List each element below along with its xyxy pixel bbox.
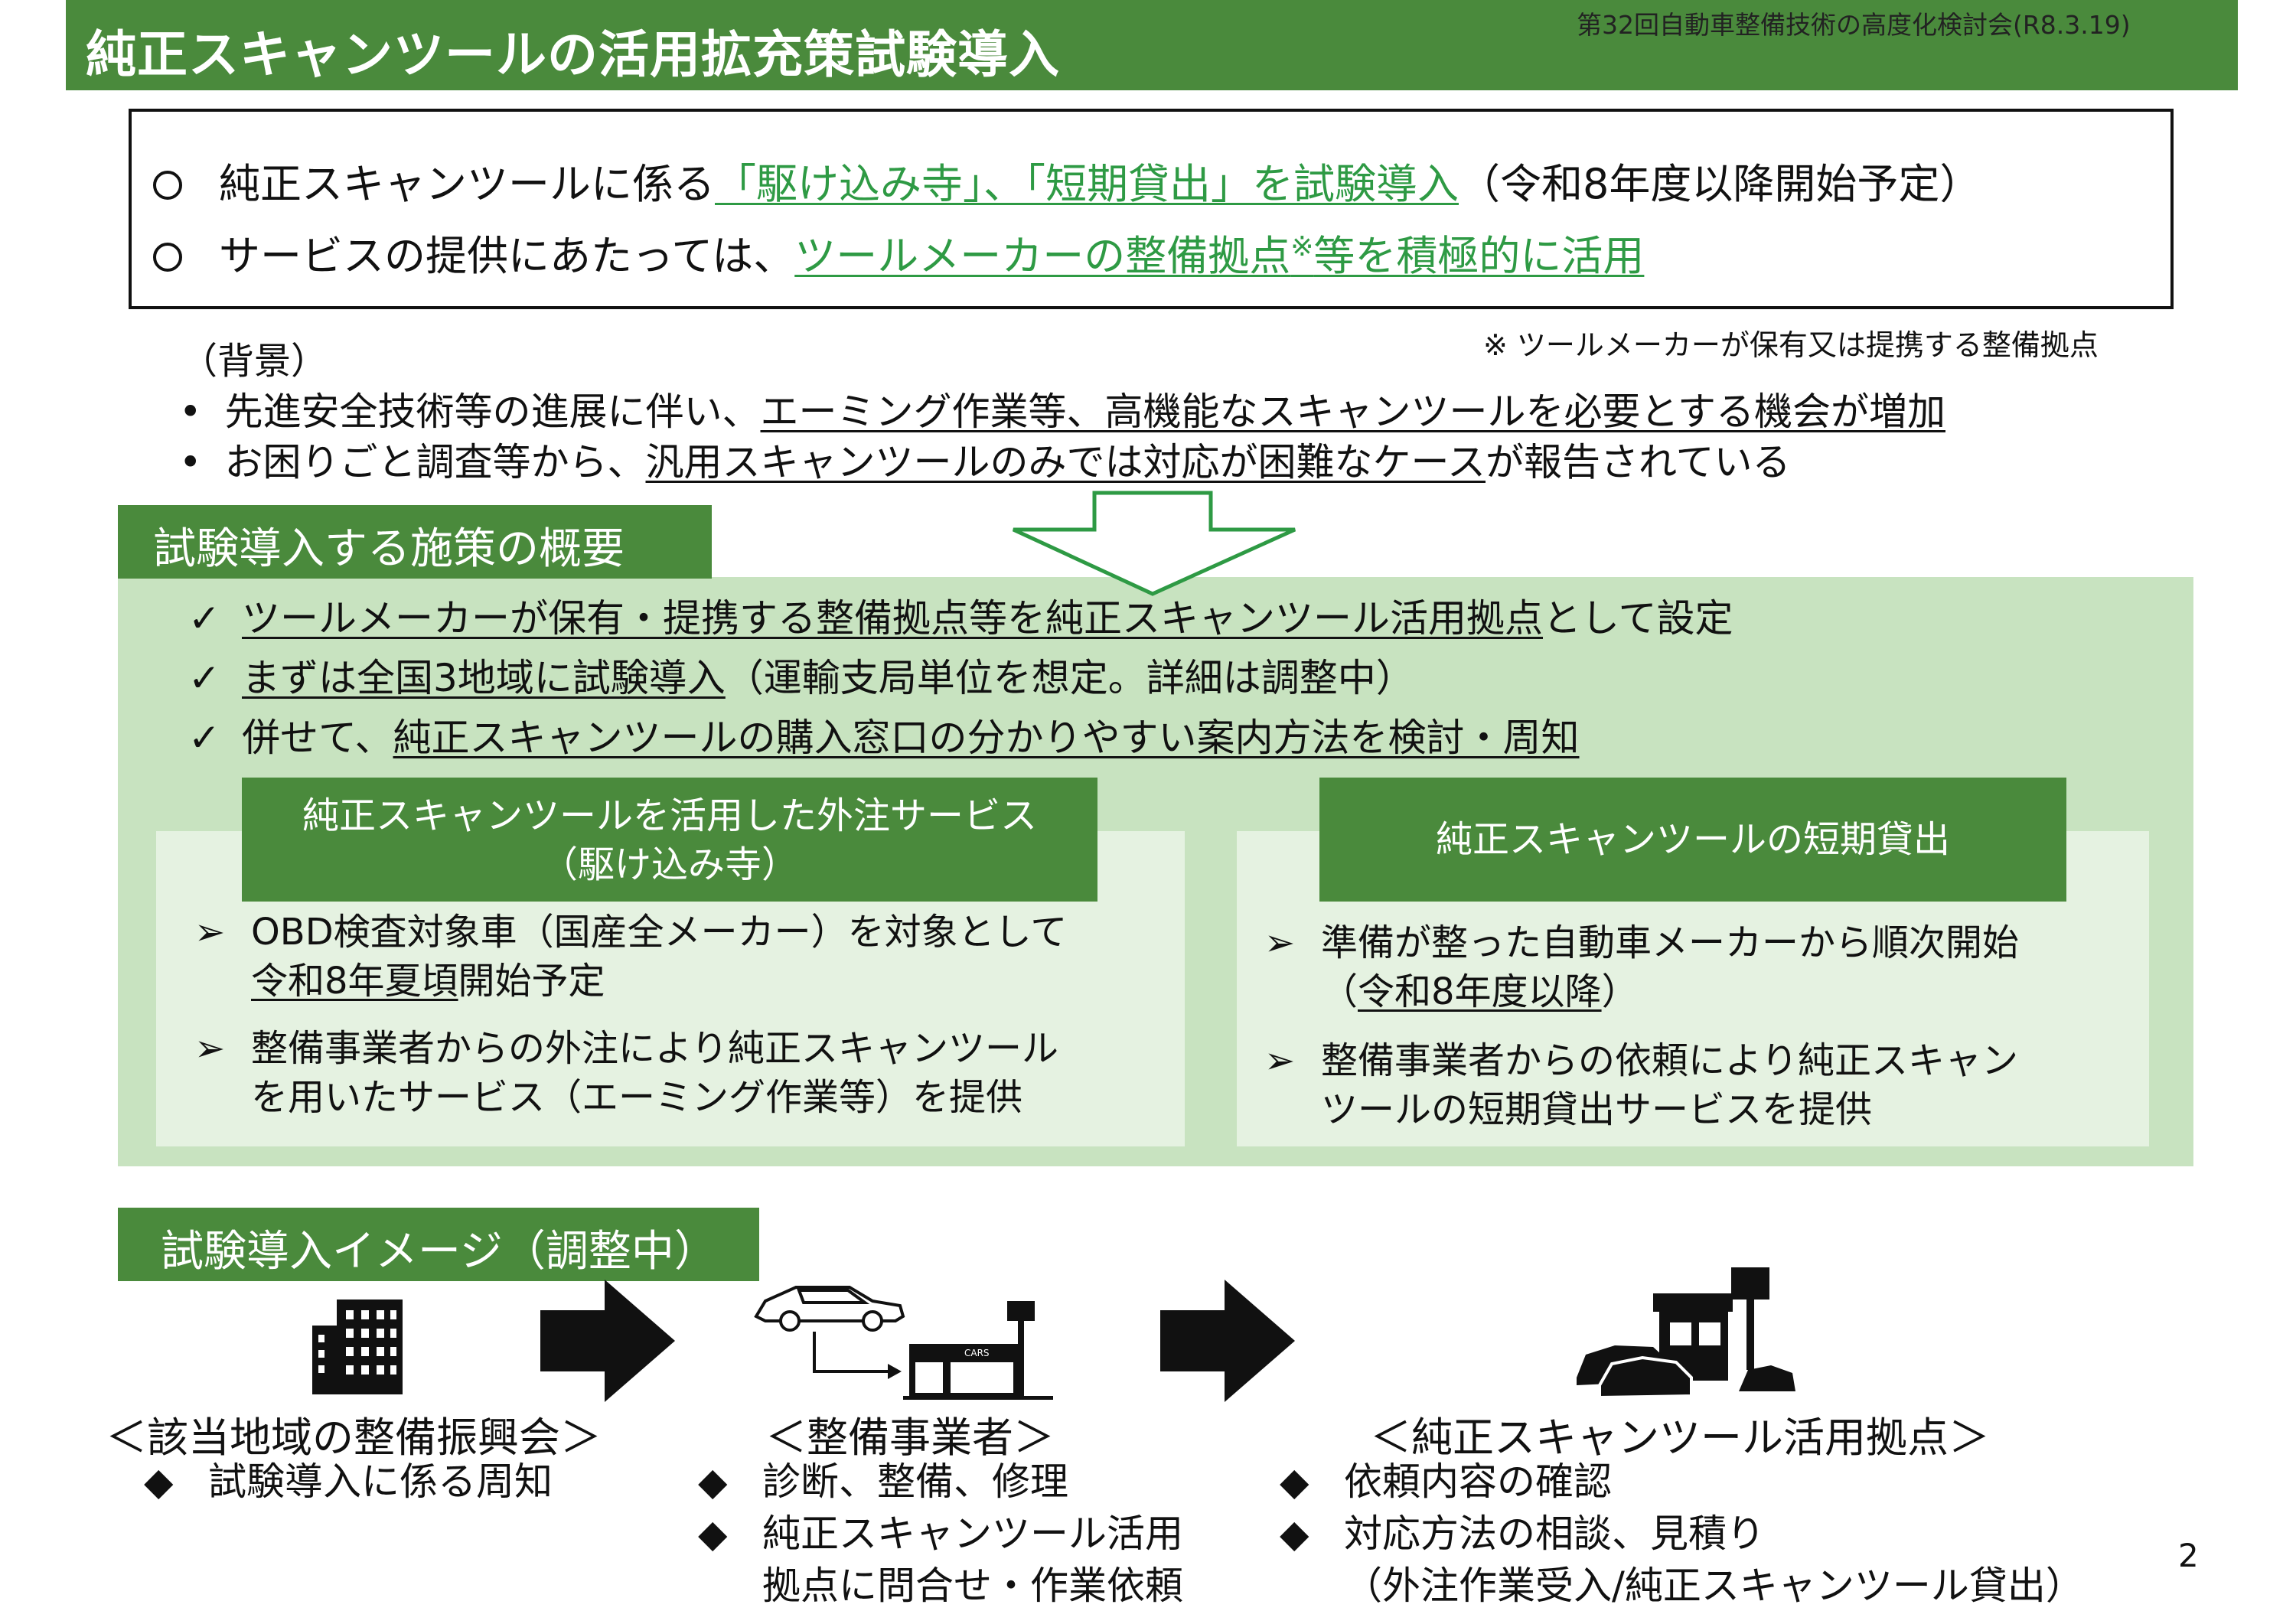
entity-3-bullet-2: ◆対応方法の相談、見積り （外注作業受入/純正スキャンツール貸出）: [1280, 1508, 2084, 1612]
background-item-1: •先進安全技術等の進展に伴い、エーミング作業等、高機能なスキャンツールを必要とす…: [179, 390, 1945, 434]
entity-3-bullet-1: ◆依頼内容の確認: [1280, 1456, 1612, 1508]
overview-item-2: ✓まずは全国3地域に試験導入（運輸支局単位を想定。詳細は調整中）: [188, 656, 1414, 700]
arrow-bullet-icon: ➢: [1264, 921, 1296, 964]
building-icon: [312, 1300, 403, 1394]
entity-3-label: ＜純正スキャンツール活用拠点＞: [1370, 1414, 1990, 1462]
card-outsourcing-bullet-1: ➢OBD検査対象車（国産全メーカー）を対象として 令和8年夏頃開始予定: [194, 908, 1067, 1006]
page-number: 2: [2178, 1537, 2199, 1574]
background-item-2: •お困りごと調査等から、汎用スキャンツールのみでは対応が困難なケースが報告されて…: [179, 440, 1791, 484]
summary-highlight-2: ツールメーカーの整備拠点※等を積極的に活用: [794, 231, 1645, 280]
summary-box: [129, 109, 2174, 309]
arrow-bullet-icon: ➢: [194, 911, 226, 954]
check-icon: ✓: [188, 596, 220, 641]
service-center-icon: [1577, 1267, 1795, 1400]
entity-2-bullet-1: ◆診断、整備、修理: [698, 1456, 1068, 1508]
card-lending-bullet-1: ➢準備が整った自動車メーカーから順次開始 （令和8年度以降）: [1264, 918, 2019, 1016]
footnote: ※ ツールメーカーが保有又は提携する整備拠点: [1483, 328, 2099, 362]
card-lending-header: 純正スキャンツールの短期貸出: [1319, 778, 2066, 902]
summary-line-2: サービスの提供にあたっては、ツールメーカーの整備拠点※等を積極的に活用: [153, 222, 1644, 282]
check-icon: ✓: [188, 716, 220, 760]
background-heading: （背景）: [181, 340, 328, 383]
card-lending-bullet-2: ➢整備事業者からの依頼により純正スキャン ツールの短期貸出サービスを提供: [1264, 1036, 2018, 1134]
diamond-bullet-icon: ◆: [698, 1511, 728, 1556]
diamond-bullet-icon: ◆: [1280, 1459, 1309, 1504]
right-arrow-icon: [1160, 1280, 1295, 1402]
card-outsourcing-header: 純正スキャンツールを活用した外注サービス （駆け込み寺）: [242, 778, 1097, 902]
entity-1-label: ＜該当地域の整備振興会＞: [106, 1414, 602, 1462]
down-arrow-icon: [1012, 491, 1296, 596]
entity-2-bullet-2: ◆純正スキャンツール活用 拠点に問合せ・作業依頼: [698, 1508, 1183, 1612]
diamond-bullet-icon: ◆: [1280, 1511, 1309, 1556]
circle-bullet-icon: [153, 171, 182, 200]
entity-1-bullet-1: ◆試験導入に係る周知: [144, 1456, 553, 1508]
arrow-bullet-icon: ➢: [194, 1027, 226, 1070]
overview-item-3: ✓併せて、純正スキャンツールの購入窓口の分かりやすい案内方法を検討・周知: [188, 716, 1580, 760]
title-bar: [66, 0, 2238, 90]
summary-highlight-1: 「駆け込み寺」、「短期貸出」を試験導入: [715, 160, 1459, 208]
summary-line-1: 純正スキャンツールに係る「駆け込み寺」、「短期貸出」を試験導入（令和8年度以降開…: [153, 150, 1981, 210]
meeting-info: 第32回自動車整備技術の高度化検討会(R8.3.19): [1577, 10, 2131, 40]
entity-2-label: ＜整備事業者＞: [765, 1414, 1055, 1462]
car-shop-icon: CARS: [754, 1286, 1053, 1400]
overview-title: 試験導入する施策の概要: [153, 524, 625, 574]
card-outsourcing-bullet-2: ➢整備事業者からの外注により純正スキャンツール を用いたサービス（エーミング作業…: [194, 1024, 1058, 1122]
diamond-bullet-icon: ◆: [698, 1459, 728, 1504]
shop-sign-text: CARS: [964, 1348, 990, 1358]
page-title: 純正スキャンツールの活用拡充策試験導入: [86, 25, 1060, 84]
image-section-tab: [118, 1208, 759, 1281]
overview-item-1: ✓ツールメーカーが保有・提携する整備拠点等を純正スキャンツール活用拠点として設定: [188, 596, 1733, 641]
image-section-title: 試験導入イメージ（調整中）: [161, 1227, 717, 1277]
check-icon: ✓: [188, 656, 220, 700]
circle-bullet-icon: [153, 243, 182, 272]
diamond-bullet-icon: ◆: [144, 1459, 174, 1504]
right-arrow-icon: [540, 1280, 675, 1402]
overview-tab: [118, 505, 712, 579]
arrow-bullet-icon: ➢: [1264, 1039, 1296, 1082]
